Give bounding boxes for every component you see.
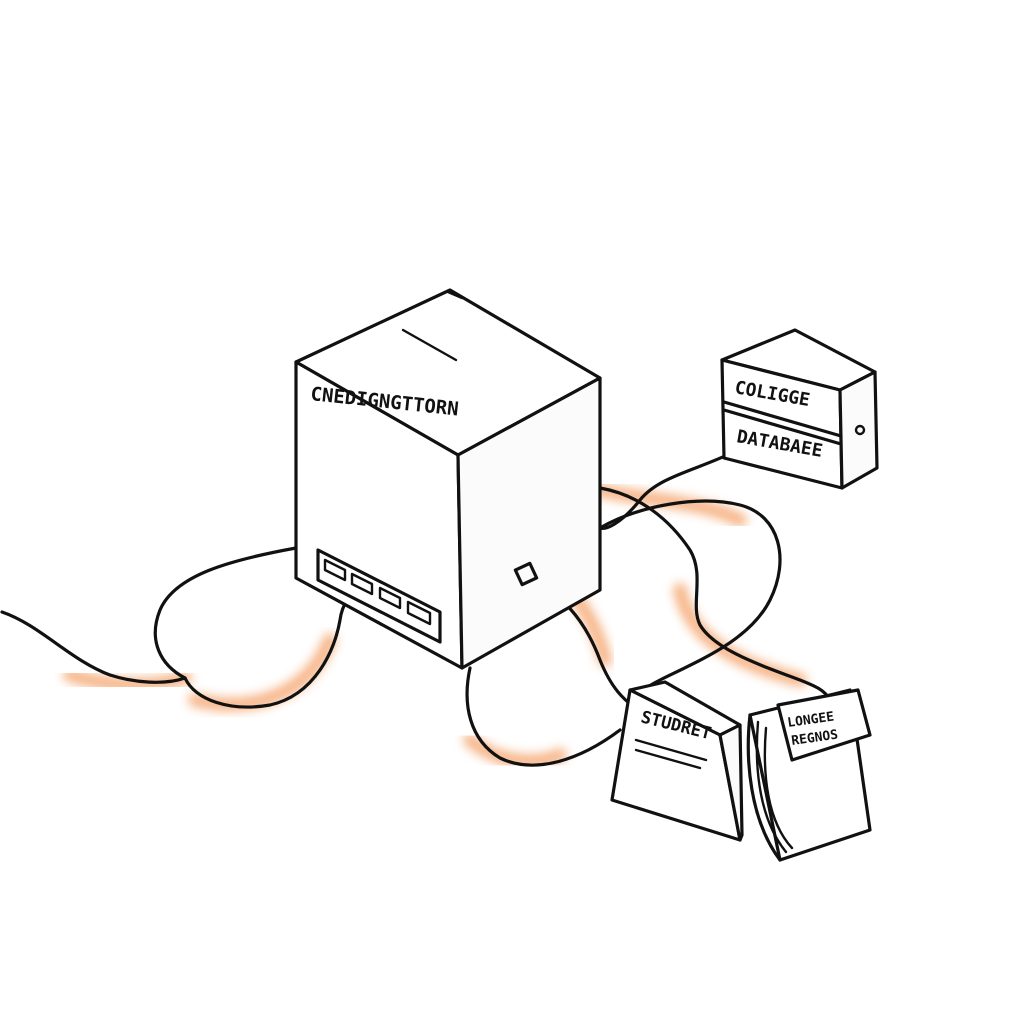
cable-left-input — [0, 546, 298, 684]
main-connection-box: CNEDIGNGTTORN — [294, 288, 602, 670]
cable-left-loop — [183, 586, 364, 709]
cable-right-loop-return — [598, 499, 782, 708]
student-box: STUDRET — [610, 680, 744, 842]
cable-from-database — [598, 446, 744, 530]
cable-lower-loop — [465, 666, 622, 767]
main-box-side — [456, 376, 602, 670]
student-box-side — [718, 723, 744, 842]
front-port-panel — [316, 548, 442, 644]
cable-right-loop — [598, 486, 832, 702]
records-box: LONGEE REGNOS — [746, 688, 872, 862]
records-label-tag — [776, 688, 872, 762]
records-label-line1: LONGEE — [786, 710, 835, 731]
database-side — [838, 370, 879, 490]
network-cables — [0, 446, 832, 767]
college-database-box: COLIGGE DATABAEE — [720, 328, 879, 490]
database-indicator-icon — [854, 424, 866, 436]
records-label-line2: REGNOS — [790, 728, 839, 749]
side-port — [513, 561, 539, 587]
